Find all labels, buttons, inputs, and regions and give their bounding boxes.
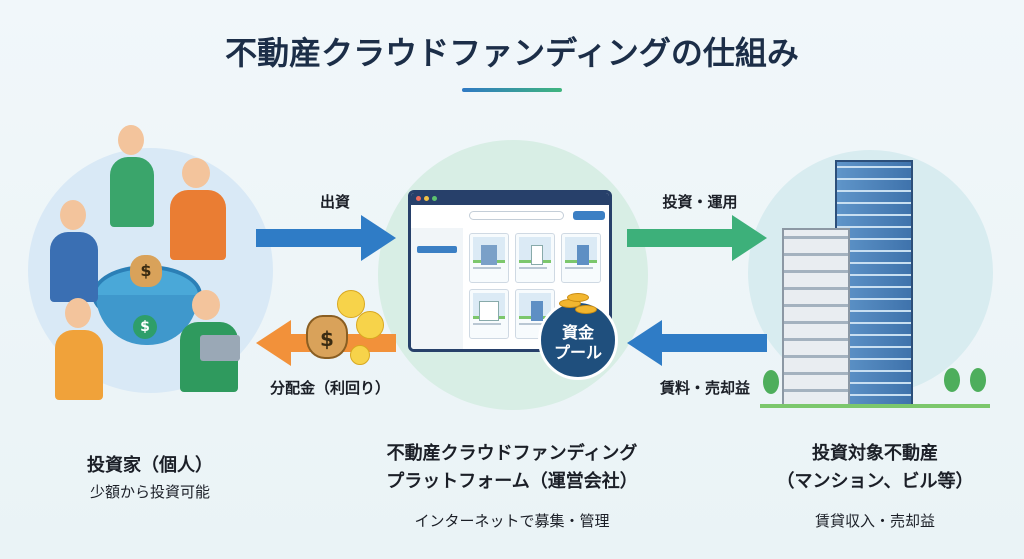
investor-subtitle: 少額から投資可能 [89, 483, 210, 501]
operate-label: 投資・運用 [662, 193, 738, 211]
property-card [561, 233, 601, 283]
laptop-icon [200, 335, 240, 361]
dividend-label: 分配金（利回り） [269, 379, 390, 397]
property-card [469, 233, 509, 283]
invest-label: 出資 [319, 193, 350, 211]
investors-illustration: $ $ [30, 120, 270, 410]
pool-label-line2: プール [553, 343, 602, 362]
search-button [573, 211, 605, 220]
search-bar [469, 211, 564, 220]
page-title: 不動産クラウドファンディングの仕組み [225, 34, 799, 72]
fund-pool-badge: 資金 プール [538, 293, 618, 380]
property-title-line2: （マンション、ビル等） [776, 471, 974, 492]
ground [760, 404, 990, 408]
tree-icon [970, 368, 986, 392]
dollar-icon: $ [133, 315, 157, 339]
platform-title-line1: 不動産クラウドファンディング [386, 443, 638, 464]
smiley-icon [350, 345, 370, 365]
property-subtitle: 賃貸収入・売却益 [814, 512, 935, 530]
smiley-icon [356, 311, 384, 339]
property-title-line1: 投資対象不動産 [812, 443, 938, 464]
investor-title: 投資家（個人） [87, 455, 213, 476]
money-bag-icon: $ [306, 315, 348, 359]
property-card [469, 289, 509, 339]
title-underline [462, 88, 562, 92]
tree-icon [944, 368, 960, 392]
browser-sidebar [411, 228, 463, 349]
income-arrow [627, 320, 767, 366]
invest-arrow [256, 215, 396, 261]
income-label: 賃料・売却益 [659, 379, 750, 397]
platform-subtitle: インターネットで募集・管理 [414, 512, 610, 530]
operate-arrow [627, 215, 767, 261]
apartment-building-icon [782, 228, 850, 408]
tree-icon [763, 370, 779, 394]
pool-label-line1: 資金 [561, 323, 594, 342]
money-bag-icon: $ [130, 255, 162, 287]
property-card [515, 233, 555, 283]
platform-title-line2: プラットフォーム（運営会社） [386, 471, 638, 492]
